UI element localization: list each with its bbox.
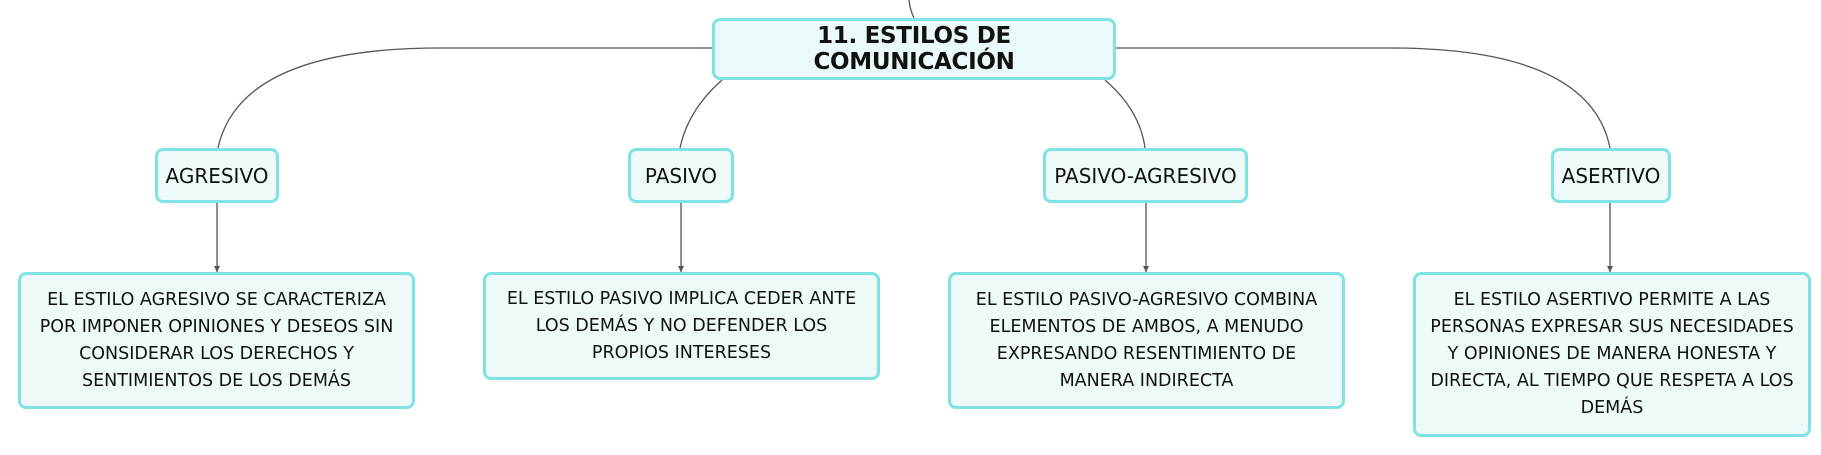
root-topic-title: 11. ESTILOS DE COMUNICACIÓN bbox=[813, 23, 1015, 75]
connector-root-agresivo bbox=[217, 47, 712, 149]
connector-root-pasivo-agresivo bbox=[1104, 79, 1146, 149]
leaf-asertivo-description[interactable]: EL ESTILO ASERTIVO PERMITE A LAS PERSONA… bbox=[1413, 272, 1811, 437]
leaf-pasivo-description[interactable]: EL ESTILO PASIVO IMPLICA CEDER ANTE LOS … bbox=[483, 272, 880, 380]
incoming-connector bbox=[908, 0, 915, 19]
leaf-asertivo-text: EL ESTILO ASERTIVO PERMITE A LAS PERSONA… bbox=[1430, 290, 1794, 418]
branch-pasivo-label: PASIVO bbox=[644, 163, 718, 188]
branch-pasivo-agresivo-label: PASIVO-AGRESIVO bbox=[1054, 163, 1237, 188]
leaf-pasivo-text: EL ESTILO PASIVO IMPLICA CEDER ANTE LOS … bbox=[506, 288, 857, 363]
branch-asertivo-label: ASERTIVO bbox=[1561, 163, 1661, 188]
leaf-agresivo-description[interactable]: EL ESTILO AGRESIVO SE CARACTERIZA POR IM… bbox=[18, 272, 415, 409]
connector-root-asertivo bbox=[1116, 47, 1611, 149]
leaf-pasivo-agresivo-text: EL ESTILO PASIVO-AGRESIVO COMBINA ELEMEN… bbox=[975, 289, 1318, 391]
branch-asertivo[interactable]: ASERTIVO bbox=[1551, 148, 1671, 203]
branch-agresivo[interactable]: AGRESIVO bbox=[155, 148, 279, 203]
branch-pasivo[interactable]: PASIVO bbox=[628, 148, 734, 203]
branch-pasivo-agresivo[interactable]: PASIVO-AGRESIVO bbox=[1043, 148, 1248, 203]
root-topic[interactable]: 11. ESTILOS DE COMUNICACIÓN bbox=[712, 18, 1116, 80]
leaf-pasivo-agresivo-description[interactable]: EL ESTILO PASIVO-AGRESIVO COMBINA ELEMEN… bbox=[948, 272, 1345, 409]
branch-agresivo-label: AGRESIVO bbox=[165, 163, 269, 188]
connector-root-pasivo bbox=[679, 79, 723, 149]
leaf-agresivo-text: EL ESTILO AGRESIVO SE CARACTERIZA POR IM… bbox=[39, 289, 394, 391]
